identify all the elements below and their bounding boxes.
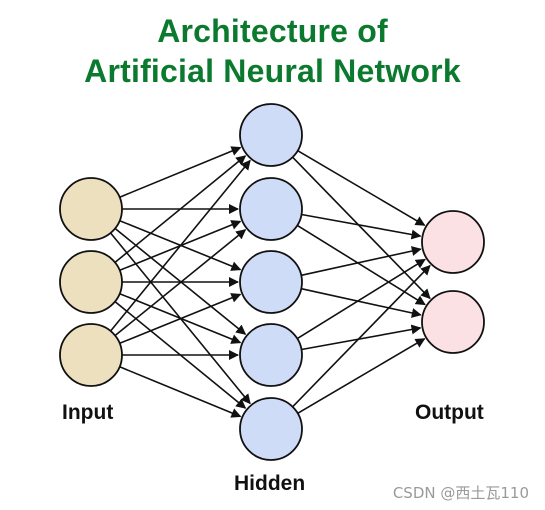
connection-hidden-1-output-2 — [292, 156, 431, 300]
connection-hidden-1-output-1 — [297, 150, 426, 226]
output-layer-label: Output — [415, 401, 484, 424]
hidden-layer-label: Hidden — [234, 472, 306, 495]
connection-hidden-5-output-2 — [297, 338, 426, 414]
connections — [109, 146, 431, 418]
diagram-title-line-2: Artificial Neural Network — [84, 53, 461, 89]
watermark-text: CSDN @西土瓦110 — [392, 484, 529, 502]
hidden-neuron-1 — [239, 103, 303, 167]
input-neuron-3 — [59, 323, 123, 387]
hidden-neuron-2 — [239, 177, 303, 241]
hidden-neuron-5 — [239, 397, 303, 461]
input-neuron-2 — [59, 250, 123, 314]
input-layer-label: Input — [62, 401, 114, 424]
connection-hidden-3-output-1 — [301, 246, 422, 277]
connection-hidden-5-output-1 — [292, 264, 431, 408]
connection-input-2-hidden-1 — [114, 155, 247, 264]
hidden-neuron-3 — [239, 250, 303, 314]
connection-input-3-hidden-2 — [114, 229, 247, 337]
connection-input-3-hidden-1 — [109, 159, 251, 332]
connection-hidden-4-output-2 — [301, 324, 422, 351]
connection-hidden-2-output-1 — [301, 213, 422, 240]
connection-input-3-hidden-5 — [119, 366, 242, 418]
diagram-title-line-1: Architecture of — [157, 13, 388, 49]
hidden-neuron-4 — [239, 323, 303, 387]
connection-input-3-hidden-3 — [119, 293, 242, 345]
input-neuron-1 — [59, 177, 123, 241]
output-neuron-2 — [421, 290, 485, 354]
connection-hidden-2-output-2 — [296, 224, 426, 306]
connection-hidden-4-output-1 — [296, 258, 426, 340]
output-neuron-1 — [421, 210, 485, 274]
connection-input-1-hidden-1 — [119, 146, 242, 198]
neurons — [59, 103, 485, 461]
connection-hidden-3-output-2 — [301, 287, 422, 318]
